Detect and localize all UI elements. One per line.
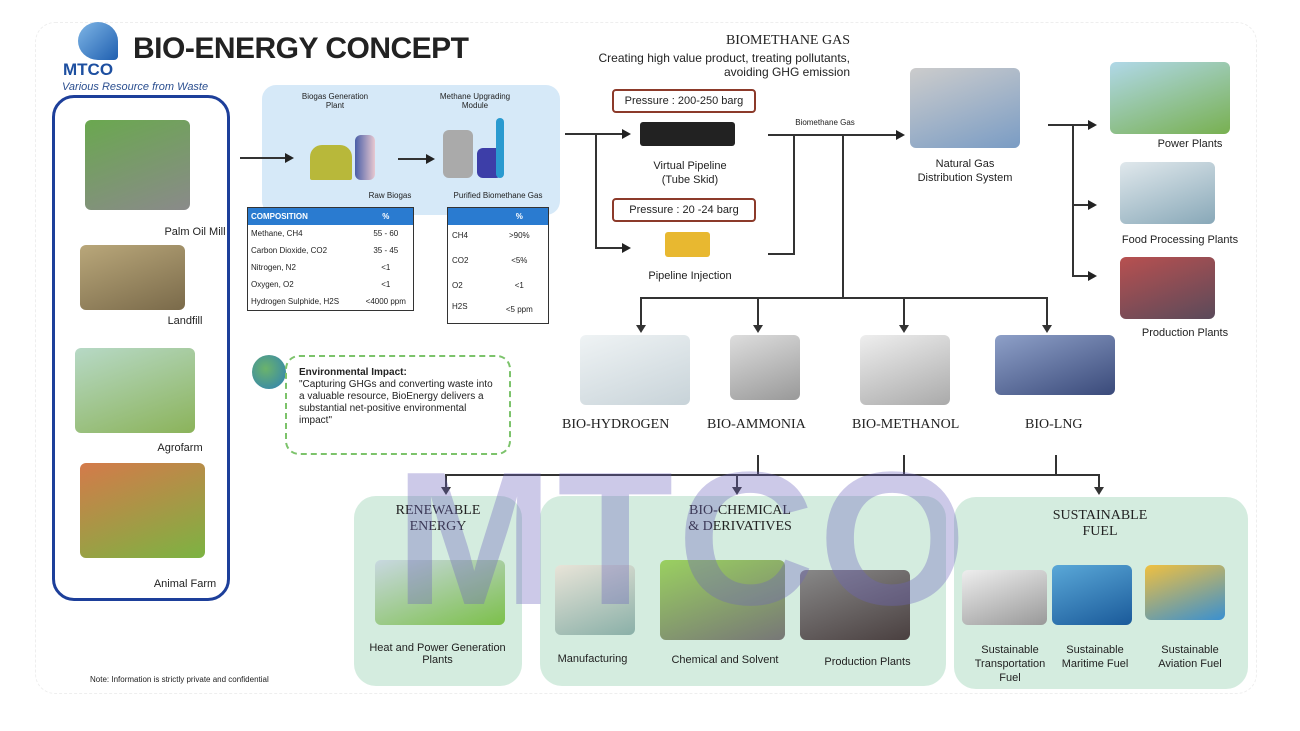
category-item: Sustainable Aviation Fuel (1158, 644, 1222, 670)
source-label: Animal Farm (153, 578, 217, 590)
category-title: SUSTAINABLE (1052, 508, 1148, 523)
pipeline-valve-icon (665, 232, 710, 257)
category-item: Heat and Power Generation Plants (369, 642, 506, 666)
product-label: BIO-AMMONIA (707, 417, 806, 432)
chemical-plant-icon (660, 560, 785, 640)
production-plant-icon (800, 570, 910, 640)
category-title: & DERIVATIVES (688, 519, 792, 534)
animal-farm-icon (80, 463, 205, 558)
env-impact-box: Environmental Impact: "Capturing GHGs an… (285, 355, 511, 455)
production-plant-icon (1120, 257, 1215, 319)
category-title: BIO-CHEMICAL (689, 503, 791, 518)
palm-oil-mill-icon (85, 120, 190, 210)
distribution-label: Natural Gas (935, 158, 995, 170)
category-title: ENERGY (409, 519, 467, 534)
bio-hydrogen-icon (580, 335, 690, 405)
earth-heart-icon (252, 355, 286, 389)
bio-methanol-icon (860, 335, 950, 405)
tube-skid-truck-icon (640, 122, 735, 146)
product-label: BIO-METHANOL (852, 417, 960, 432)
target-label: Food Processing Plants (1121, 234, 1239, 246)
category-title: RENEWABLE (395, 503, 481, 518)
purified-composition-table: % CH4>90% CO2<5% O2<1 H2S<5 ppm (447, 207, 549, 324)
distribution-label: Distribution System (917, 172, 1013, 184)
biogas-tank-icon (355, 135, 375, 180)
biomethane-title: BIOMETHANE GAS (725, 33, 850, 48)
landfill-icon (80, 245, 185, 310)
pressure-high-badge: Pressure : 200-250 barg (612, 89, 756, 113)
logo-icon (78, 22, 118, 60)
tube-skid-label: (Tube Skid) (661, 174, 719, 186)
manufacturing-icon (555, 565, 635, 635)
bio-lng-icon (995, 335, 1115, 395)
biomethane-line1: Creating high value product, treating po… (598, 51, 851, 65)
biogas-plant-label: Biogas Generation Plant (301, 92, 369, 110)
agrofarm-icon (75, 348, 195, 433)
heat-power-plant-icon (375, 560, 505, 625)
virtual-pipeline-label: Virtual Pipeline (653, 160, 727, 172)
category-item: Manufacturing (557, 653, 628, 665)
page-title: BIO-ENERGY CONCEPT (133, 32, 469, 65)
env-impact-text: "Capturing GHGs and converting waste int… (299, 379, 493, 426)
subtitle: Various Resource from Waste (62, 81, 209, 93)
upgrading-label: Methane Upgrading Module (439, 92, 511, 110)
stack-icon (496, 118, 504, 178)
logo-text: MTCO (63, 60, 114, 79)
airplane-icon (1145, 565, 1225, 620)
product-label: BIO-LNG (1025, 417, 1083, 432)
bio-ammonia-icon (730, 335, 800, 400)
target-label: Power Plants (1157, 138, 1223, 150)
category-item: Production Plants (824, 656, 911, 668)
source-label: Palm Oil Mill (164, 226, 226, 238)
category-item: Sustainable Maritime Fuel (1061, 644, 1129, 670)
category-title: FUEL (1082, 524, 1118, 539)
confidential-note: Note: Information is strictly private an… (90, 675, 269, 684)
category-item: Chemical and Solvent (671, 654, 779, 666)
biomethane-line2: avoiding GHG emission (723, 65, 850, 79)
env-impact-title: Environmental Impact: (299, 367, 407, 378)
food-processing-icon (1120, 162, 1215, 224)
fuel-truck-icon (962, 570, 1047, 625)
biogas-plant-icon (310, 145, 352, 180)
source-label: Agrofarm (157, 442, 203, 454)
sources-panel (52, 95, 230, 601)
natural-gas-station-icon (910, 68, 1020, 148)
frame (35, 22, 1257, 694)
pressure-low-badge: Pressure : 20 -24 barg (612, 198, 756, 222)
power-plant-icon (1110, 62, 1230, 134)
product-label: BIO-HYDROGEN (562, 417, 670, 432)
category-item: Sustainable Transportation Fuel (974, 644, 1046, 684)
pipeline-injection-label: Pipeline Injection (648, 270, 732, 282)
source-label: Landfill (167, 315, 203, 327)
biomethane-gas-label: Biomethane Gas (795, 118, 855, 127)
ship-icon (1052, 565, 1132, 625)
purified-label: Purified Biomethane Gas (453, 191, 543, 200)
upgrading-module-icon (443, 130, 473, 178)
target-label: Production Plants (1141, 327, 1229, 339)
raw-biogas-label: Raw Biogas (368, 191, 412, 200)
